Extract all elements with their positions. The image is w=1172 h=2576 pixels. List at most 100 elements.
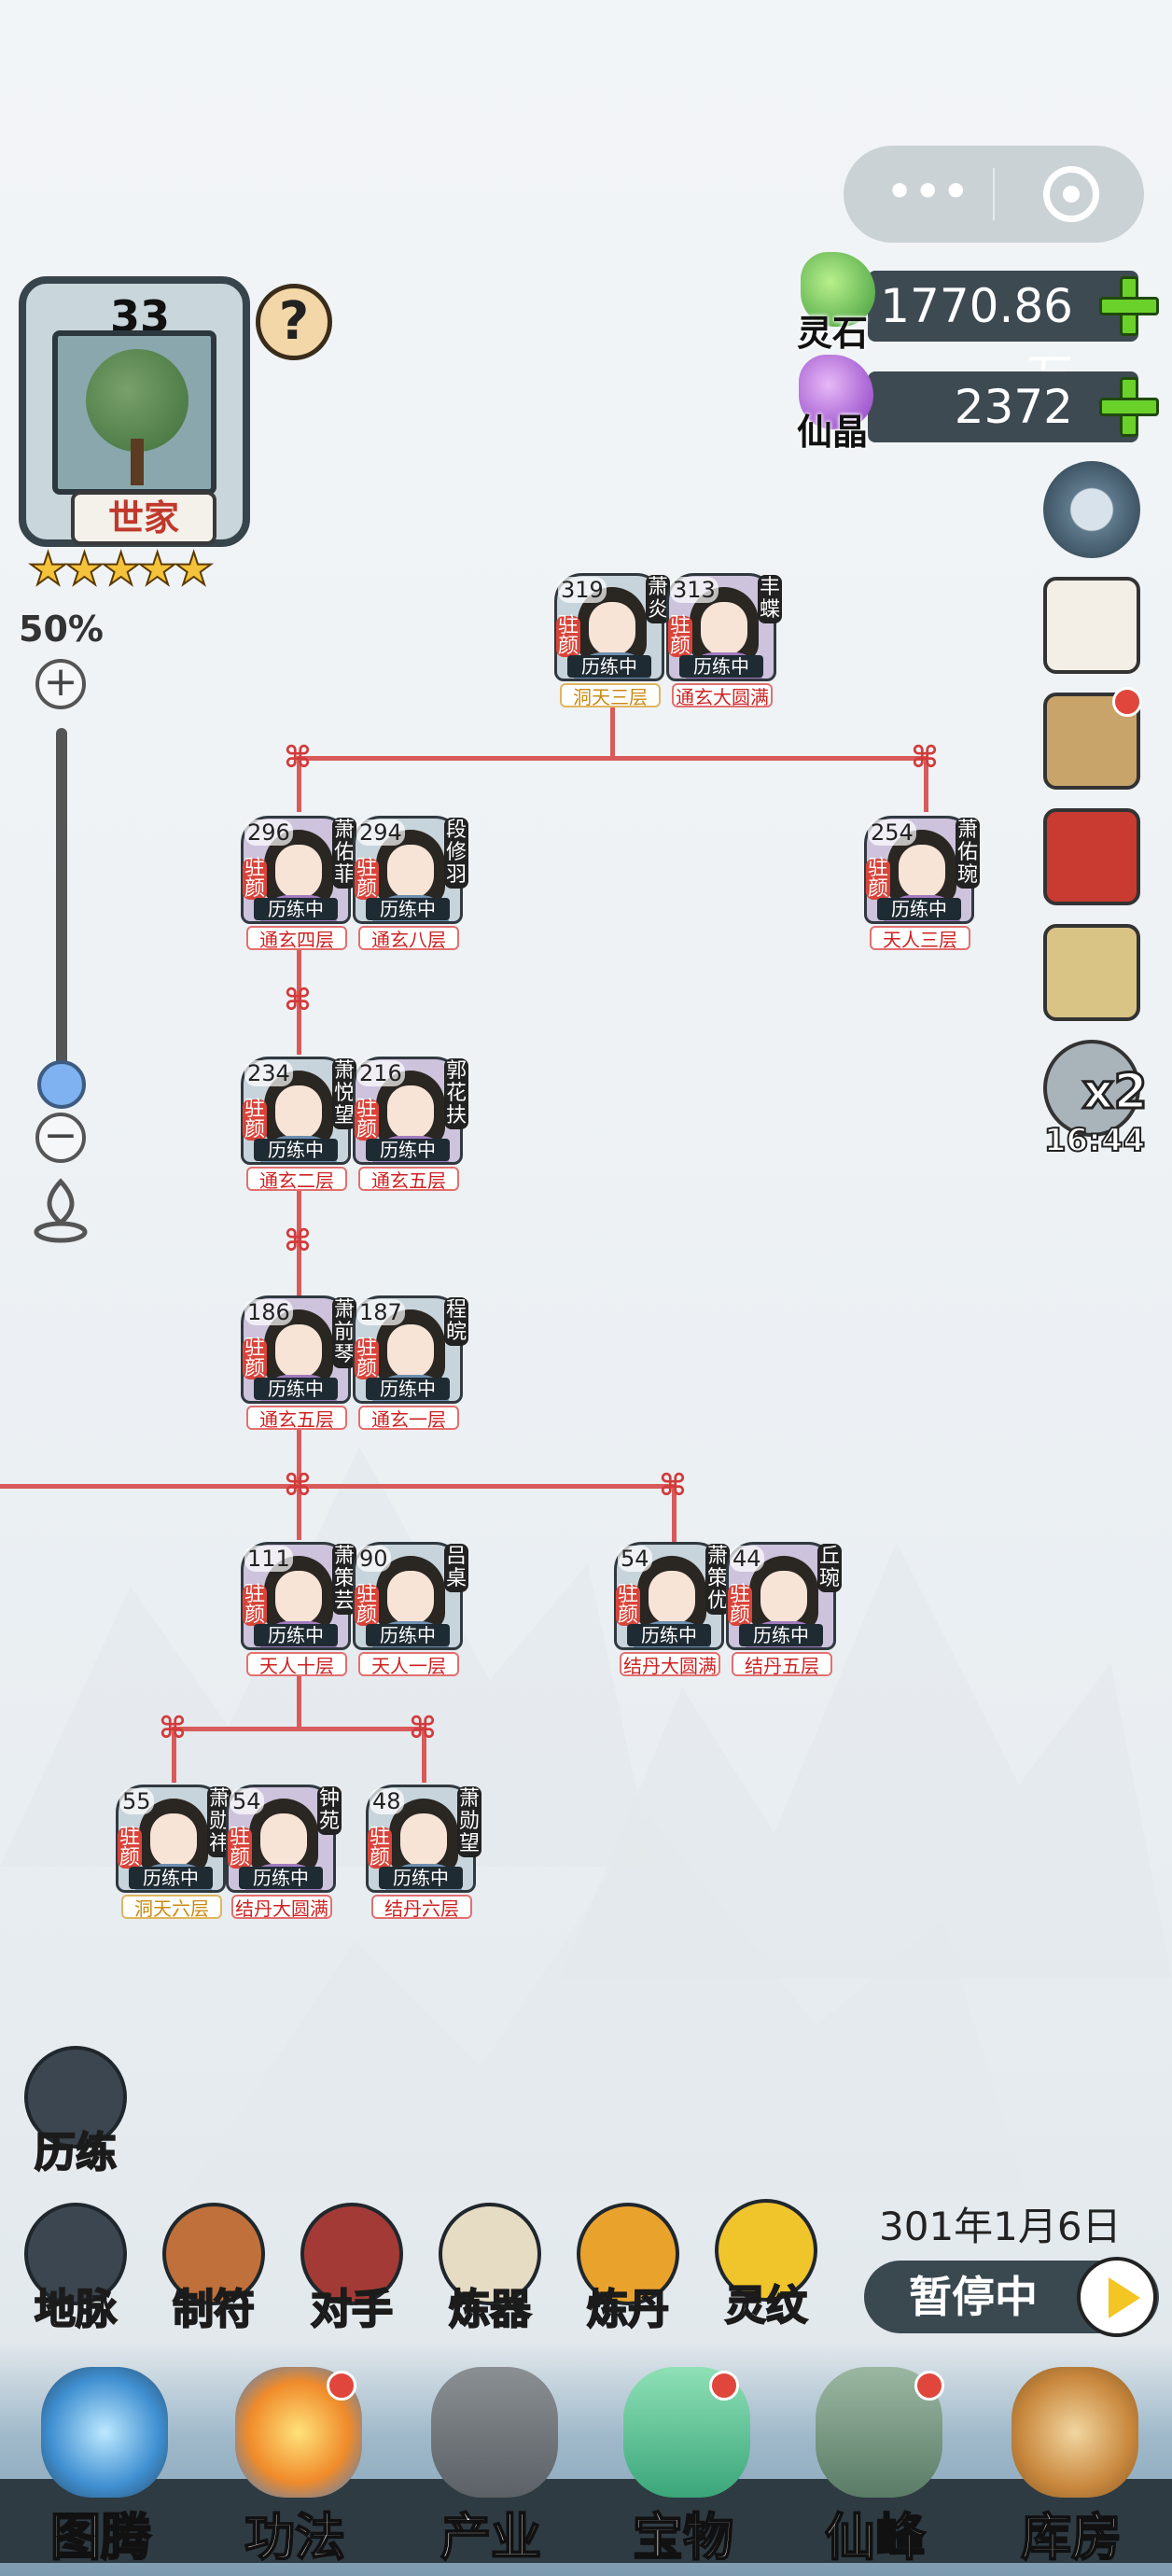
- member-level: 111: [244, 1546, 293, 1572]
- member-level: 55: [119, 1788, 154, 1814]
- help-button[interactable]: ?: [256, 284, 332, 360]
- knot-icon: ⌘: [284, 1223, 312, 1258]
- member-name: 萧策优: [705, 1544, 730, 1615]
- spirit-pattern-icon: [715, 2199, 817, 2302]
- zoom-slider-knob[interactable]: [37, 1060, 86, 1109]
- feature-duishou-button[interactable]: 对手: [293, 2203, 411, 2334]
- training-label: 历练: [34, 2128, 118, 2177]
- totem-icon: [41, 2367, 168, 2498]
- nav-storehouse[interactable]: 库房: [978, 2367, 1165, 2576]
- treasure-alert-dot: [709, 2371, 739, 2401]
- member-stationed-tag: 驻颜: [355, 857, 379, 901]
- feature-label: 灵纹: [724, 2281, 808, 2331]
- scroll-notice-icon[interactable]: [1043, 577, 1140, 674]
- member-status: 历练中: [129, 1867, 213, 1889]
- alchemy-furnace-icon: [577, 2203, 679, 2305]
- nav-totem[interactable]: 图腾: [7, 2367, 194, 2576]
- member-level: 44: [730, 1546, 764, 1572]
- nav-label: 功法: [244, 2507, 346, 2568]
- speed-up-button[interactable]: x2: [1043, 1040, 1149, 1137]
- member-rank: 通玄五层: [246, 1406, 347, 1431]
- member-status: 历练中: [254, 898, 338, 920]
- knot-icon: ⌘: [284, 739, 312, 775]
- skills-alert-dot: [327, 2371, 356, 2401]
- bottom-nav-band: [0, 2479, 1172, 2563]
- feature-lianqi-button[interactable]: 炼器: [431, 2203, 549, 2334]
- member-name: 萧佑菲: [332, 818, 356, 889]
- gift-box-icon[interactable]: [1043, 924, 1140, 1021]
- nav-label: 图腾: [49, 2507, 152, 2568]
- member-rank: 结丹大圆满: [231, 1895, 332, 1920]
- peak-alert-dot: [914, 2371, 944, 2401]
- member-level: 48: [370, 1788, 404, 1814]
- nav-label: 宝物: [632, 2507, 734, 2568]
- feature-label: 制符: [172, 2285, 256, 2334]
- member-level: 313: [670, 577, 719, 603]
- pause-toggle[interactable]: 暂停中: [864, 2257, 1159, 2337]
- member-name: 钟苑: [317, 1786, 342, 1835]
- member-status: 历练中: [366, 1139, 450, 1161]
- family-badge[interactable]: 33 世家: [19, 276, 250, 547]
- family-title: 世家: [71, 491, 216, 545]
- play-icon[interactable]: [1077, 2257, 1157, 2337]
- member-status: 历练中: [877, 898, 961, 920]
- member-rank: 通玄大圆满: [672, 683, 773, 708]
- nav-label: 仙峰: [824, 2507, 927, 2568]
- member-level: 90: [356, 1546, 391, 1572]
- knot-icon: ⌘: [284, 1467, 312, 1503]
- member-status: 历练中: [239, 1867, 323, 1889]
- member-rank: 通玄四层: [246, 926, 347, 951]
- member-status: 历练中: [254, 1139, 338, 1161]
- zoom-out-button[interactable]: −: [35, 1113, 86, 1163]
- settings-gear-icon[interactable]: [1043, 461, 1140, 558]
- zoom-slider-track[interactable]: [56, 728, 67, 1083]
- red-envelope-icon[interactable]: [1043, 808, 1140, 905]
- willow-tree-icon: [52, 330, 216, 495]
- nav-industry[interactable]: 产业: [398, 2367, 584, 2576]
- forging-scroll-icon: [439, 2203, 541, 2305]
- member-stationed-tag: 驻颜: [228, 1826, 252, 1869]
- add-immortal-crystal-button[interactable]: [1099, 377, 1159, 437]
- member-stationed-tag: 驻颜: [556, 614, 580, 658]
- member-name: 萧炎: [646, 575, 670, 623]
- member-status: 历练中: [366, 1378, 450, 1400]
- locate-icon[interactable]: [30, 1178, 91, 1245]
- nav-treasure[interactable]: 宝物: [590, 2367, 776, 2576]
- zoom-in-button[interactable]: +: [35, 659, 86, 709]
- feature-label: 地脉: [34, 2285, 118, 2334]
- member-status: 历练中: [254, 1378, 338, 1400]
- capsule-divider: [993, 168, 995, 220]
- feature-lingwen-button[interactable]: 灵纹: [707, 2199, 825, 2331]
- nav-peak[interactable]: 仙峰: [782, 2367, 969, 2576]
- more-icon[interactable]: •••: [886, 168, 971, 216]
- member-stationed-tag: 驻颜: [728, 1583, 752, 1627]
- add-spirit-stone-button[interactable]: [1099, 276, 1159, 336]
- tree-line: [672, 1484, 677, 1549]
- member-name: 吕桌: [444, 1544, 468, 1592]
- feature-dimai-button[interactable]: 地脉: [17, 2203, 134, 2334]
- training-button[interactable]: 历练: [17, 2046, 134, 2177]
- feature-liandan-button[interactable]: 炼丹: [569, 2203, 687, 2334]
- feature-zhifu-button[interactable]: 制符: [155, 2203, 272, 2334]
- close-target-icon[interactable]: [1043, 166, 1099, 222]
- spirit-stone-icon: [801, 252, 875, 327]
- member-stationed-tag: 驻颜: [355, 1337, 379, 1380]
- member-rank: 天人十层: [246, 1652, 347, 1677]
- nav-skills[interactable]: 功法: [202, 2367, 388, 2576]
